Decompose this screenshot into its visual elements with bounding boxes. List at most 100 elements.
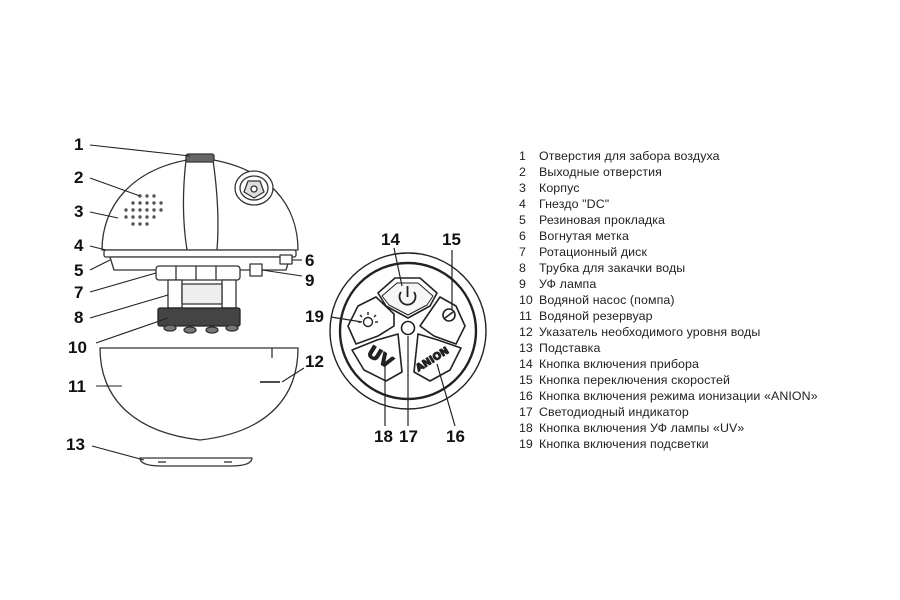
panel-leader-lines bbox=[330, 247, 456, 427]
legend-item: 16 Кнопка включения режима ионизации «ANI… bbox=[519, 388, 889, 404]
legend-item: 3 Корпус bbox=[519, 180, 889, 196]
legend-number: 14 bbox=[519, 357, 533, 371]
callout-13: 13 bbox=[66, 435, 85, 454]
dome-lower-rim bbox=[109, 256, 291, 271]
water-pump bbox=[157, 307, 241, 327]
legend-item: 14 Кнопка включения прибора bbox=[519, 356, 889, 372]
legend-number: 7 bbox=[519, 245, 526, 259]
uv-button[interactable] bbox=[351, 333, 403, 382]
anion-button[interactable] bbox=[413, 333, 462, 382]
callout-16: 16 bbox=[446, 427, 465, 446]
legend-number: 5 bbox=[519, 213, 526, 227]
legend-text: Водяной насос (помпа) bbox=[539, 293, 675, 307]
legend-text: Кнопка включения режима ионизации «ANION… bbox=[539, 389, 818, 403]
legend-number: 4 bbox=[519, 197, 526, 211]
callout-2: 2 bbox=[74, 168, 83, 187]
legend-item: 2 Выходные отверстия bbox=[519, 164, 889, 180]
legend-text: Указатель необходимого уровня воды bbox=[539, 325, 761, 339]
parts-legend: 1 Отверстия для забора воздуха 2 Выходные … bbox=[519, 148, 889, 452]
callout-12: 12 bbox=[305, 352, 324, 371]
control-panel: ANION UV bbox=[329, 252, 487, 410]
pump-feet bbox=[163, 324, 239, 334]
legend-number: 19 bbox=[519, 437, 533, 451]
callout-1: 1 bbox=[74, 135, 83, 154]
legend-number: 3 bbox=[519, 181, 526, 195]
legend-item: 17 Светодиодный индикатор bbox=[519, 404, 889, 420]
legend-item: 4 Гнездо "DC" bbox=[519, 196, 889, 212]
legend-text: Резиновая прокладка bbox=[539, 213, 666, 227]
legend-number: 18 bbox=[519, 421, 533, 435]
device-illustration bbox=[99, 153, 299, 467]
legend-item: 18 Кнопка включения УФ лампы «UV» bbox=[519, 420, 889, 436]
callout-11: 11 bbox=[68, 377, 86, 396]
legend-item: 10 Водяной насос (помпа) bbox=[519, 292, 889, 308]
legend-number: 12 bbox=[519, 325, 533, 339]
callout-17: 17 bbox=[399, 427, 418, 446]
dome-seam bbox=[182, 159, 188, 251]
callout-6: 6 bbox=[305, 251, 314, 270]
legend-text: Трубка для закачки воды bbox=[539, 261, 686, 275]
dc-socket bbox=[279, 254, 293, 265]
dome-control-badge bbox=[234, 170, 274, 206]
legend-text: Кнопка включения прибора bbox=[539, 357, 700, 371]
legend-text: Вогнутая метка bbox=[539, 229, 629, 243]
legend-number: 6 bbox=[519, 229, 526, 243]
speed-button[interactable] bbox=[419, 296, 466, 345]
callout-18: 18 bbox=[374, 427, 393, 446]
callout-15: 15 bbox=[442, 230, 461, 249]
legend-item: 6 Вогнутая метка bbox=[519, 228, 889, 244]
legend-item: 7 Ротационный диск bbox=[519, 244, 889, 260]
legend-number: 10 bbox=[519, 293, 533, 307]
uv-lamp bbox=[249, 263, 263, 277]
rubber-gasket bbox=[103, 249, 297, 258]
callout-10: 10 bbox=[68, 338, 87, 357]
legend-item: 1 Отверстия для забора воздуха bbox=[519, 148, 889, 164]
legend-text: Кнопка включения УФ лампы «UV» bbox=[539, 421, 745, 435]
legend-text: Кнопка переключения скоростей bbox=[539, 373, 731, 387]
legend-text: Подставка bbox=[539, 341, 601, 355]
speed-icon bbox=[442, 308, 456, 322]
legend-text: Ротационный диск bbox=[539, 245, 647, 259]
legend-text: Корпус bbox=[539, 181, 580, 195]
legend-item: 5 Резиновая прокладка bbox=[519, 212, 889, 228]
water-pipe bbox=[167, 279, 183, 309]
dome-seam bbox=[212, 159, 219, 251]
legend-text: Светодиодный индикатор bbox=[539, 405, 689, 419]
pipe-frame bbox=[181, 283, 223, 305]
legend-item: 8 Трубка для закачки воды bbox=[519, 260, 889, 276]
output-holes bbox=[124, 194, 163, 226]
base-stand bbox=[139, 457, 253, 467]
callout-3: 3 bbox=[74, 202, 83, 221]
legend-item: 19 Кнопка включения подсветки bbox=[519, 436, 889, 452]
rotation-disk bbox=[155, 265, 241, 281]
legend-number: 9 bbox=[519, 277, 526, 291]
light-button[interactable] bbox=[347, 296, 395, 345]
callout-7: 7 bbox=[74, 283, 83, 302]
legend-number: 8 bbox=[519, 261, 526, 275]
legend-item: 12 Указатель необходимого уровня воды bbox=[519, 324, 889, 340]
legend-number: 13 bbox=[519, 341, 533, 355]
legend-number: 1 bbox=[519, 149, 526, 163]
legend-text: Кнопка включения подсветки bbox=[539, 437, 709, 451]
legend-number: 2 bbox=[519, 165, 526, 179]
air-intake-vents bbox=[185, 153, 215, 163]
water-pipe bbox=[221, 279, 237, 309]
legend-number: 11 bbox=[519, 309, 532, 323]
legend-number: 17 bbox=[519, 405, 533, 419]
callout-14: 14 bbox=[381, 230, 400, 249]
legend-item: 11 Водяной резервуар bbox=[519, 308, 889, 324]
legend-text: Водяной резервуар bbox=[539, 309, 653, 323]
legend-text: Отверстия для забора воздуха bbox=[539, 149, 720, 163]
legend-text: Выходные отверстия bbox=[539, 165, 662, 179]
power-icon bbox=[398, 286, 417, 306]
legend-item: 13 Подставка bbox=[519, 340, 889, 356]
legend-text: Гнездо "DC" bbox=[539, 197, 610, 211]
dome-housing bbox=[101, 157, 299, 251]
device-leader-lines bbox=[89, 144, 305, 461]
legend-number: 16 bbox=[519, 389, 533, 403]
callout-8: 8 bbox=[74, 308, 83, 327]
callout-19: 19 bbox=[305, 307, 324, 326]
